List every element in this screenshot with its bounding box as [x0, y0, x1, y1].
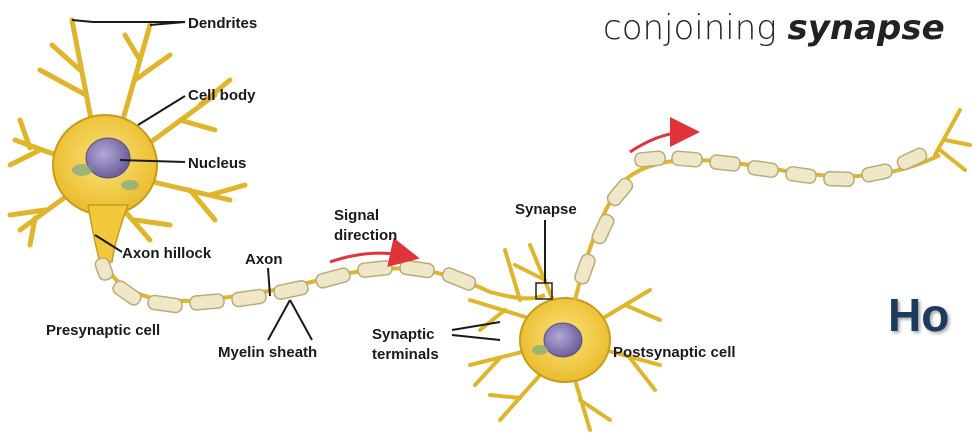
myelin-sheath-segments: [94, 256, 478, 313]
label-synaptic-terminals-line1: Synaptic: [372, 326, 435, 343]
label-postsynaptic-cell: Postsynaptic cell: [613, 344, 736, 361]
label-synapse: Synapse: [515, 201, 577, 218]
organelle: [121, 180, 139, 190]
label-signal-direction-line1: Signal: [334, 207, 379, 224]
label-synaptic-terminals-line2: terminals: [372, 346, 439, 363]
label-dendrites: Dendrites: [188, 15, 257, 32]
postsynaptic-nucleus: [544, 323, 582, 357]
axon-terminal-branches: [935, 110, 970, 170]
label-nucleus: Nucleus: [188, 155, 246, 172]
label-axon-hillock: Axon hillock: [122, 245, 212, 262]
presynaptic-nucleus: [86, 138, 130, 178]
postsynaptic-myelin-segments: [573, 146, 928, 285]
label-signal-direction-line2: direction: [334, 227, 397, 244]
signal-arrow: [630, 132, 688, 152]
organelle: [72, 164, 92, 176]
label-myelin-sheath: Myelin sheath: [218, 344, 317, 361]
label-presynaptic-cell: Presynaptic cell: [46, 322, 160, 339]
signal-arrow: [330, 253, 408, 262]
label-axon: Axon: [245, 251, 283, 268]
label-cell-body: Cell body: [188, 87, 256, 104]
organelle: [532, 345, 548, 355]
